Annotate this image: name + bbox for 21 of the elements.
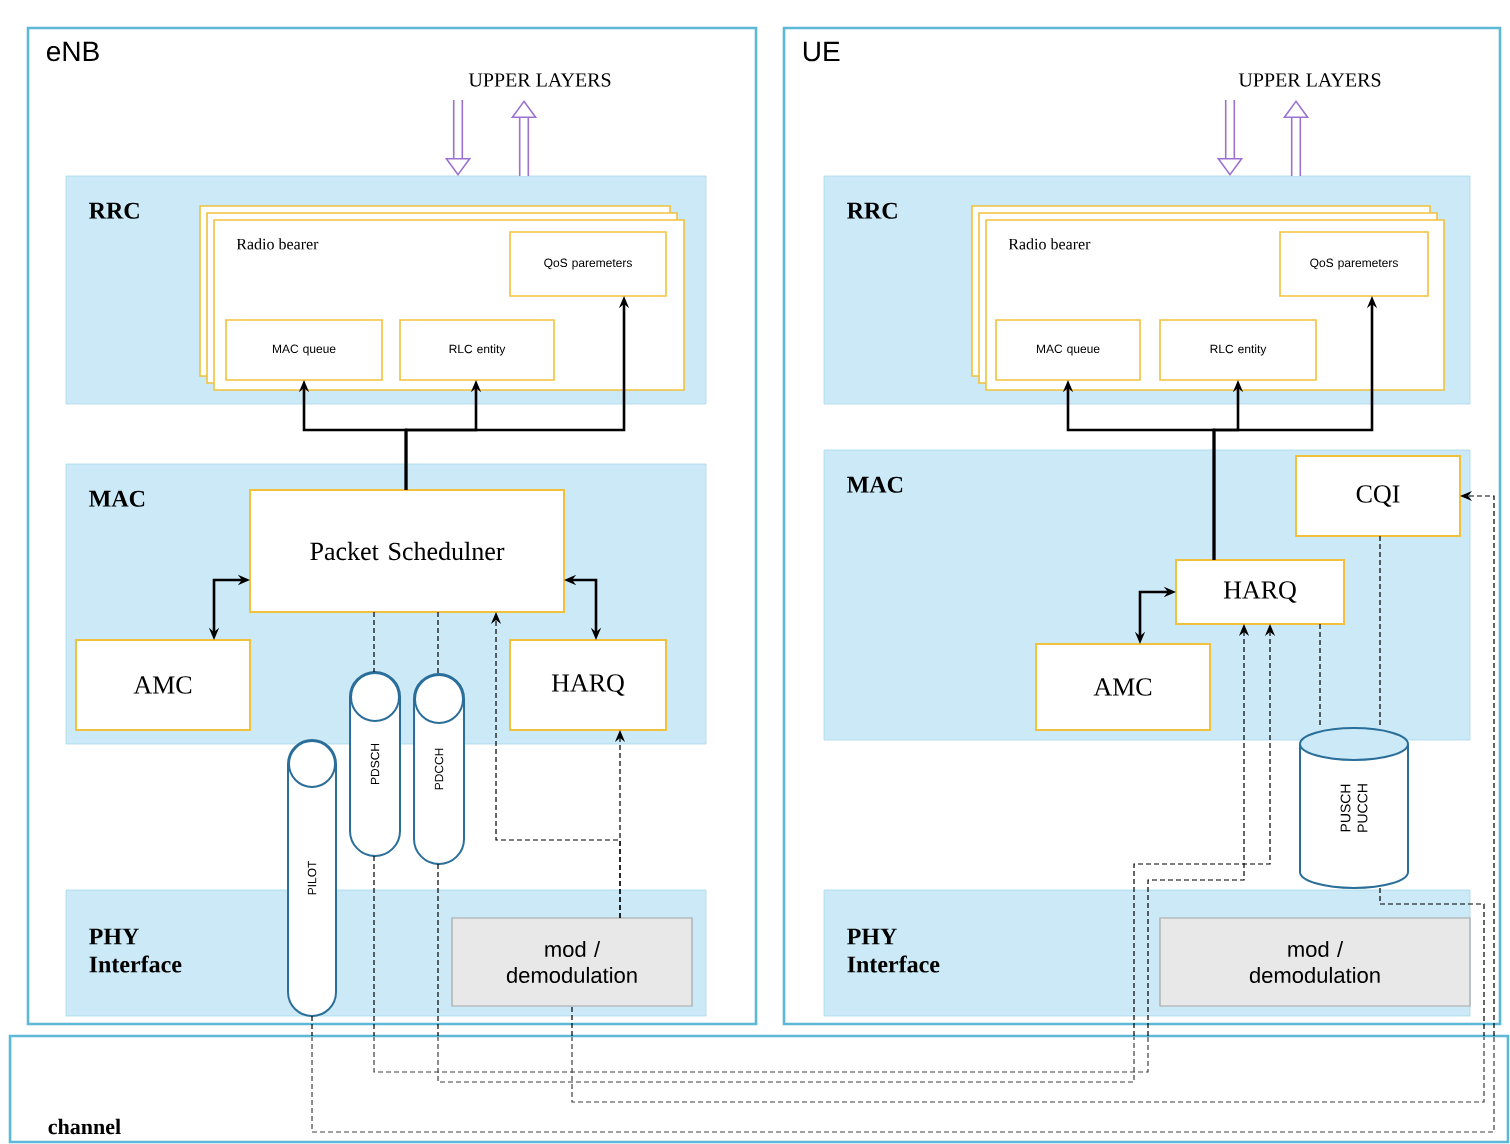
signal-line [311,1015,313,1037]
signal-line [490,612,621,919]
signal-line [437,611,439,675]
layer-label: UPPER LAYERS [1238,73,1381,87]
scheduler-box: Packet Schedulner [249,489,565,613]
signal-line [571,1005,573,1037]
cqi-box: CQI [1295,455,1461,537]
signal-line [1319,623,1321,729]
signal-line [373,611,375,673]
modulation-box: mod / demodulation [1159,917,1471,1007]
modulation-box: mod / demodulation [451,917,693,1007]
signal-line [1379,887,1485,1037]
signal-line [437,863,439,1037]
layer-label: UPPER LAYERS [468,73,611,87]
amc-box: AMC [1035,643,1211,731]
signal-line [373,855,375,1037]
channel-band: channel [8,1034,1510,1144]
amc-box: AMC [75,639,251,731]
harq-box: HARQ [509,639,667,731]
signal-line [1379,535,1381,729]
harq-box: HARQ [1175,559,1345,625]
